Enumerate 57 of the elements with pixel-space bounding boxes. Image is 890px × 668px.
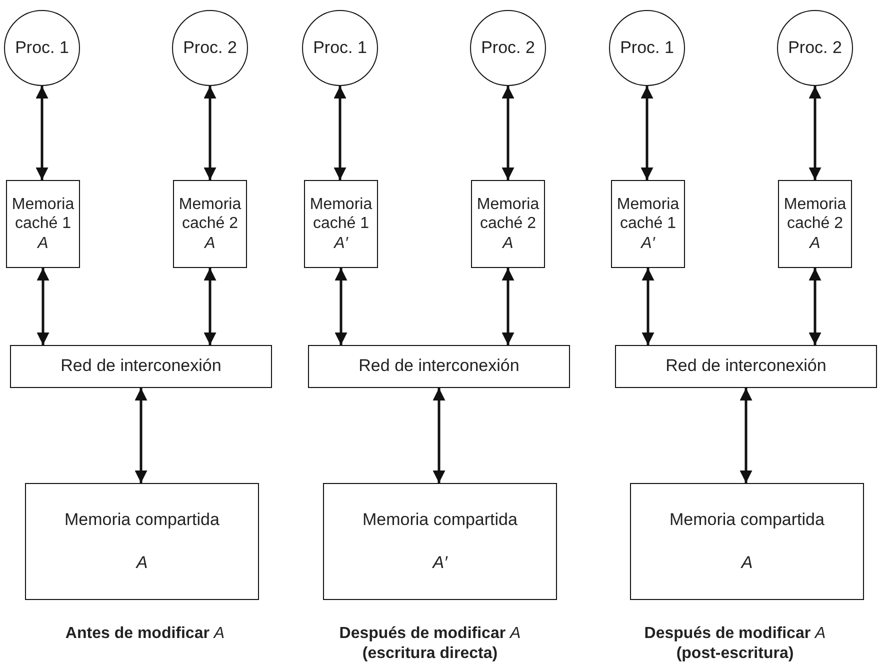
variable-label: A — [810, 234, 820, 253]
cache-box — [173, 180, 247, 268]
variable-label: A — [38, 234, 48, 253]
node-label: Red de interconexión — [60, 356, 222, 377]
double-arrow — [642, 268, 654, 345]
double-arrow — [204, 268, 216, 345]
double-arrow — [36, 86, 48, 180]
double-arrow — [432, 388, 446, 483]
node-label: Proc. 2 — [481, 38, 535, 58]
double-arrow — [640, 86, 654, 180]
variable-label: A — [741, 552, 753, 573]
variable-label: A′ — [432, 552, 448, 573]
cache-box — [611, 180, 685, 268]
node-label: Memoria caché 1 — [616, 195, 680, 234]
node-label: Memoria caché 2 — [476, 195, 540, 234]
double-arrow — [36, 268, 50, 345]
panel-caption: Después de modificar A (post-escritura) — [643, 624, 827, 664]
double-arrow — [502, 86, 514, 180]
cache-box — [6, 180, 80, 268]
node-label: Proc. 1 — [620, 38, 674, 58]
network-box — [615, 345, 877, 388]
network-box — [10, 345, 272, 388]
node-label: Proc. 2 — [183, 38, 237, 58]
node-label: Memoria compartida — [362, 510, 518, 530]
panel-caption: Antes de modificar A — [64, 624, 226, 644]
node-label: Proc. 2 — [788, 38, 842, 58]
variable-label: A′ — [334, 234, 348, 253]
cache-box — [304, 180, 378, 268]
double-arrow — [808, 86, 822, 180]
node-label: Memoria caché 2 — [782, 195, 848, 234]
node-label: Memoria caché 1 — [308, 195, 374, 234]
node-label: Memoria caché 1 — [10, 195, 76, 234]
double-arrow — [334, 268, 348, 345]
cache-box — [778, 180, 852, 268]
memory-box — [630, 483, 864, 600]
variable-label: A — [136, 552, 148, 573]
double-arrow — [808, 268, 822, 345]
node-label: Red de interconexión — [358, 356, 520, 377]
node-label: Memoria compartida — [64, 510, 220, 530]
node-label: Memoria caché 2 — [178, 195, 242, 234]
memory-box — [25, 483, 259, 600]
node-label: Red de interconexión — [666, 356, 826, 377]
variable-label: A — [204, 234, 216, 253]
network-box — [308, 345, 570, 388]
variable-label: A′ — [641, 234, 655, 253]
panel-caption: Después de modificar A (escritura directa) — [338, 624, 522, 664]
node-label: Proc. 1 — [15, 38, 69, 58]
node-label: Memoria compartida — [670, 510, 824, 530]
memory-box — [323, 483, 557, 600]
double-arrow — [740, 388, 752, 483]
double-arrow — [334, 86, 346, 180]
variable-label: A — [502, 234, 514, 253]
node-label: Proc. 1 — [313, 38, 367, 58]
double-arrow — [204, 86, 216, 180]
cache-box — [471, 180, 545, 268]
double-arrow — [134, 388, 148, 483]
double-arrow — [502, 268, 514, 345]
